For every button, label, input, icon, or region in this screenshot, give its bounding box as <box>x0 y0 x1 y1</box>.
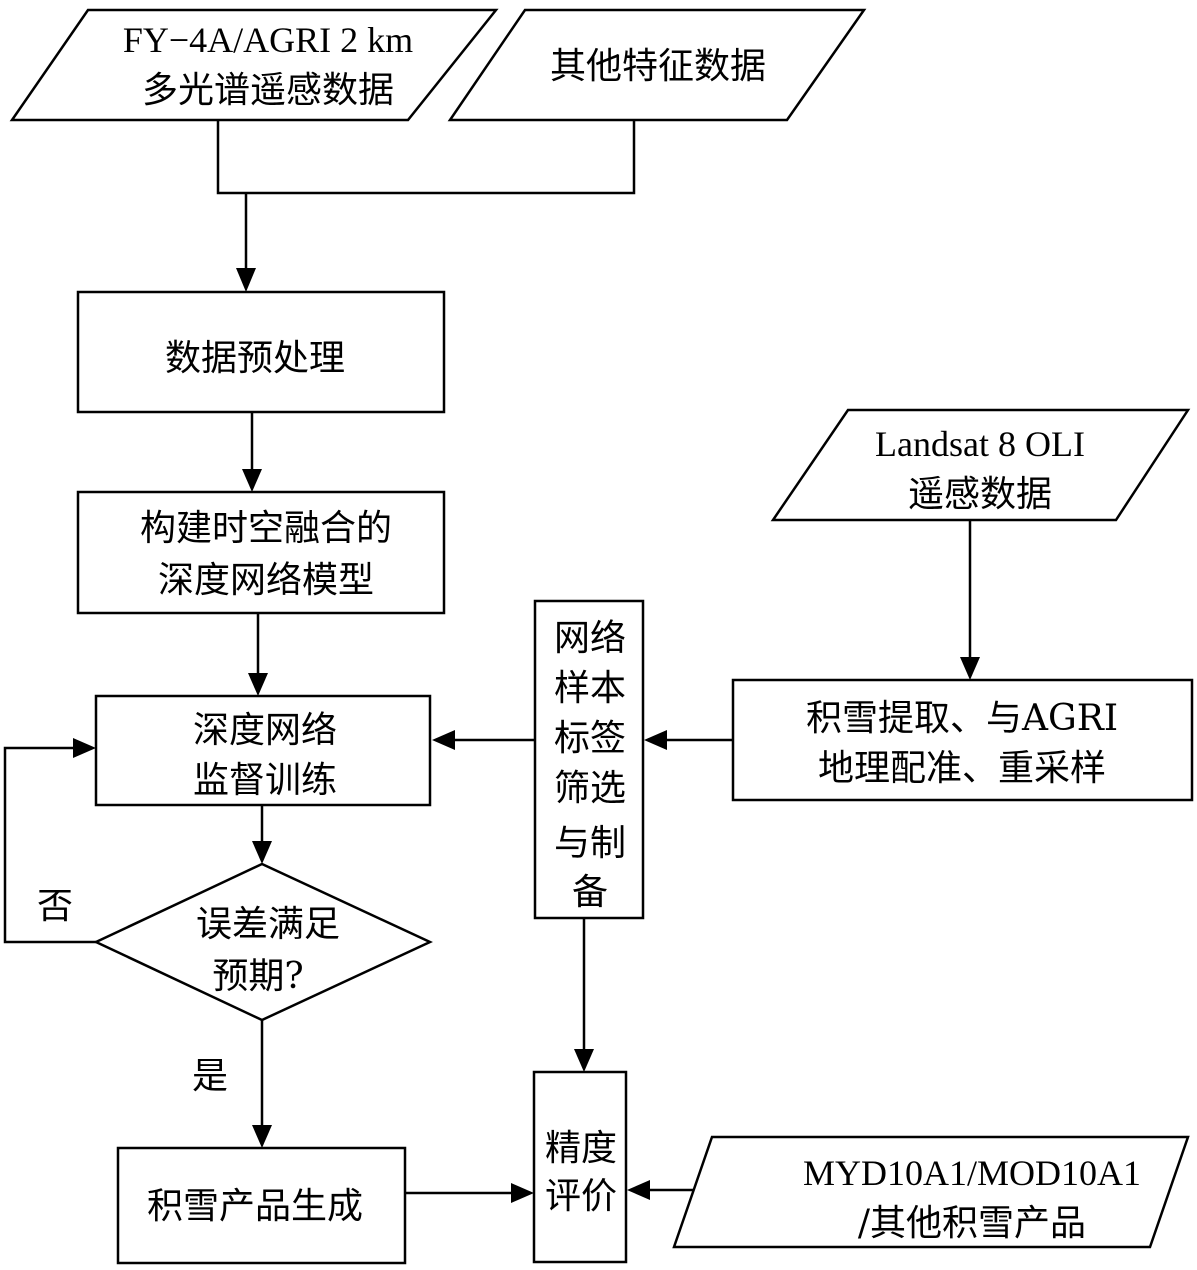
edge-label-no: 否 <box>37 886 73 927</box>
node-label-line: 积雪提取、与AGRI <box>806 698 1118 739</box>
edge-decision-no-loop <box>3 746 96 944</box>
node-label-line: 其他特征数据 <box>550 46 766 87</box>
node-supervised-training: 深度网络 监督训练 <box>94 694 432 807</box>
arrowhead <box>432 730 455 750</box>
arrowhead <box>960 657 980 680</box>
node-label-line: FY−4A/AGRI 2 km <box>123 20 413 60</box>
node-label-line: 构建时空融合的 <box>140 508 392 549</box>
node-label-line: 样本 <box>554 668 626 709</box>
node-label-line: 积雪产品生成 <box>147 1186 363 1227</box>
node-label-line: Landsat 8 OLI <box>875 424 1085 464</box>
node-accuracy-eval: 精度 评价 <box>532 1070 628 1264</box>
node-label-line: 地理配准、重采样 <box>818 748 1106 789</box>
node-label-line: 筛选 <box>554 768 626 809</box>
arrowhead <box>73 738 96 758</box>
arrowhead <box>627 1180 650 1200</box>
node-label-line: 深度网络 <box>193 710 337 751</box>
node-label-line: 遥感数据 <box>908 474 1052 515</box>
arrowhead <box>242 469 262 492</box>
node-label-line: 误差满足 <box>196 904 340 945</box>
node-modis-products: MYD10A1/MOD10A1 /其他积雪产品 <box>672 1135 1190 1249</box>
node-label-line: /其他积雪产品 <box>858 1203 1086 1244</box>
node-label-line: 多光谱遥感数据 <box>142 70 394 111</box>
arrowhead <box>511 1183 534 1203</box>
node-label-line: 与制 <box>554 823 626 864</box>
node-error-check: 误差满足 预期? <box>93 862 433 1022</box>
arrowhead <box>574 1049 594 1072</box>
node-label-line: 监督训练 <box>193 760 337 801</box>
connectors <box>3 120 980 1203</box>
node-label-line: 预期? <box>212 956 303 997</box>
node-build-model: 构建时空融合的 深度网络模型 <box>76 490 446 615</box>
node-label-line: 评价 <box>545 1176 617 1217</box>
node-label-line: 标签 <box>554 718 626 759</box>
node-other-features: 其他特征数据 <box>447 8 867 122</box>
node-fy4a-data: FY−4A/AGRI 2 km 多光谱遥感数据 <box>9 8 499 122</box>
node-preprocess: 数据预处理 <box>76 290 446 414</box>
node-label-line: MYD10A1/MOD10A1 <box>803 1153 1141 1193</box>
node-label-line: 备 <box>572 872 608 913</box>
edge-fy4a-merge <box>216 120 636 195</box>
edge-label-yes: 是 <box>192 1056 228 1097</box>
node-landsat-data: Landsat 8 OLI 遥感数据 <box>770 408 1191 522</box>
node-snow-product: 积雪产品生成 <box>116 1146 407 1265</box>
node-label-line: 精度 <box>545 1128 617 1169</box>
node-sample-label: 网络 样本 标签 筛选 与制 备 <box>533 599 645 920</box>
arrowhead <box>644 730 667 750</box>
node-snow-extract: 积雪提取、与AGRI 地理配准、重采样 <box>731 678 1194 802</box>
arrowhead <box>252 1125 272 1148</box>
arrowhead <box>236 268 256 292</box>
arrowhead <box>252 841 272 864</box>
node-label-line: 数据预处理 <box>165 338 345 379</box>
arrowhead <box>248 673 268 696</box>
node-label-line: 深度网络模型 <box>158 560 374 601</box>
node-label-line: 网络 <box>554 618 626 659</box>
